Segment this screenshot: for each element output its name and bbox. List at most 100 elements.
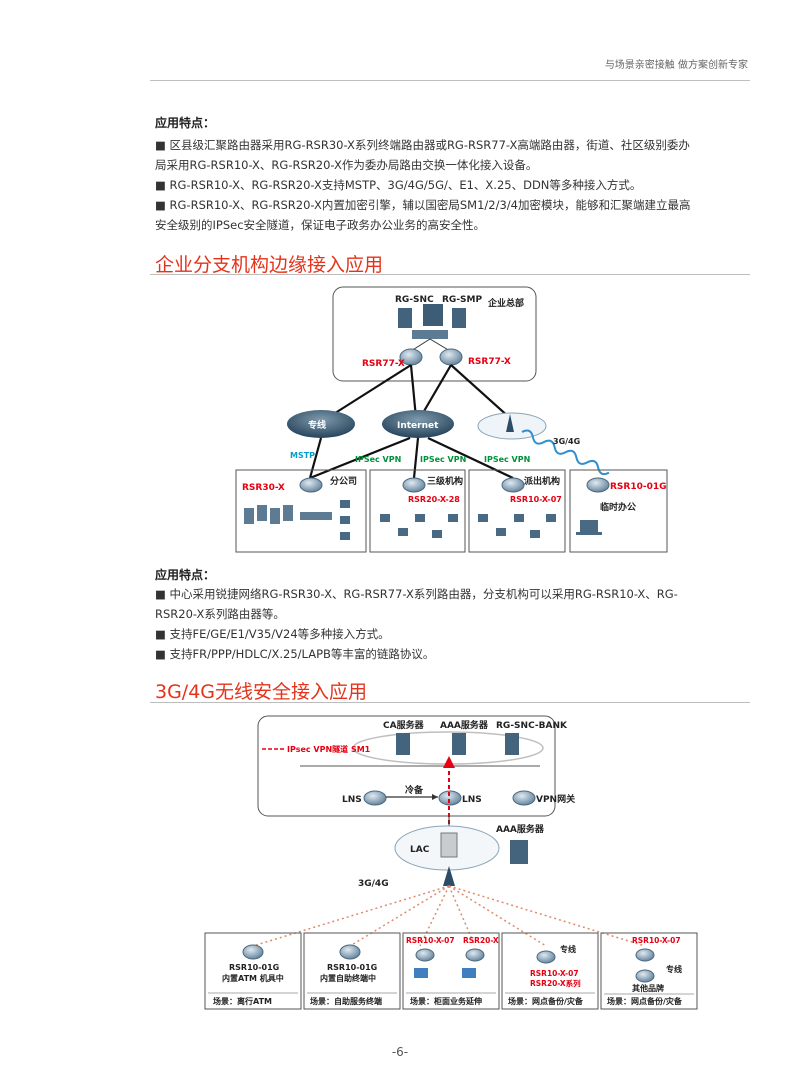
branch-network-diagram: RG-SNC RG-SMP 企业总部 RSR77-X RSR77-X 专线 In… xyxy=(235,286,668,553)
branch-box-1 xyxy=(235,469,367,553)
router-icon xyxy=(363,790,387,806)
router-icon xyxy=(501,477,525,493)
server-icon xyxy=(452,733,466,755)
scene-box-2 xyxy=(303,932,401,1010)
box2-scene: 场景：自助服务终端 xyxy=(310,996,382,1006)
aaa-server-label: AAA服务器 xyxy=(496,823,545,835)
header-tagline: 与场景亲密接触 做方案创新专家 xyxy=(604,60,748,71)
branch-box-3 xyxy=(468,469,566,553)
intro-item: 安全级别的IPSec安全隧道，保证电子政务办公业务的高安全性。 xyxy=(155,218,486,232)
server-icon xyxy=(505,733,519,755)
header-divider xyxy=(150,80,750,81)
wireless-links xyxy=(252,885,646,947)
router-icon xyxy=(415,948,435,962)
lns-label: LNS xyxy=(462,795,482,805)
intro-item: 局采用RG-RSR10-X、RG-RSR20-X作为委办局路由交换一体化接入设备… xyxy=(155,158,538,172)
g34-label: 3G/4G xyxy=(358,879,389,889)
level3-label: 三级机构 xyxy=(427,475,463,487)
wireless-signal xyxy=(521,429,610,476)
cloud-private-label: 专线 xyxy=(308,419,326,431)
section1-divider xyxy=(150,274,750,275)
box4-model-2: RSR20-X系列 xyxy=(530,978,581,988)
lns-label: LNS xyxy=(342,795,362,805)
box5-model: RSR10-X-07 xyxy=(632,936,681,945)
router-icon xyxy=(512,790,536,806)
branch-label: 分公司 xyxy=(330,475,357,487)
scene-box-4 xyxy=(501,932,599,1010)
rsr20-28-label: RSR20-X-28 xyxy=(408,495,460,504)
aaa-server-label: AAA服务器 xyxy=(440,719,489,731)
scene-box-1 xyxy=(204,932,302,1010)
box1-desc: 内置ATM 机具中 xyxy=(222,973,284,983)
pc-icon xyxy=(462,968,476,978)
intro-item: ■ RG-RSR10-X、RG-RSR20-X支持MSTP、3G/4G/5G/、… xyxy=(155,178,642,192)
cloud-internet xyxy=(382,410,454,438)
section1-feature: ■ 支持FE/GE/E1/V35/V24等多种接入方式。 xyxy=(155,627,390,641)
section1-title: 企业分支机构边缘接入应用 xyxy=(155,254,384,276)
section1-feature: ■ 中心采用锐捷网络RG-RSR30-X、RG-RSR77-X系列路由器，分支机… xyxy=(155,587,678,601)
mstp-label: MSTP xyxy=(290,451,315,460)
box1-model: RSR10-01G xyxy=(229,963,279,972)
rg-smp-label: RG-SMP xyxy=(442,295,482,305)
monitor-icon xyxy=(423,304,443,326)
ipsec-label: IPSec VPN xyxy=(355,455,401,464)
intro-item: ■ 区县级汇聚路由器采用RG-RSR30-X系列终端路由器或RG-RSR77-X… xyxy=(155,138,690,152)
intro-item: ■ RG-RSR10-X、RG-RSR20-X内置加密引擎，辅以国密局SM1/2… xyxy=(155,198,691,212)
ca-server-label: CA服务器 xyxy=(383,719,425,731)
temp-office-label: 临时办公 xyxy=(600,501,636,513)
rsr77-right-label: RSR77-X xyxy=(468,357,511,367)
base-station-icon xyxy=(443,866,455,886)
section1-feature: RSR20-X系列路由器等。 xyxy=(155,607,285,621)
box2-model: RSR10-01G xyxy=(327,963,377,972)
box4-line-label: 专线 xyxy=(560,944,576,954)
cloud-internet-label: Internet xyxy=(397,421,439,431)
router-icon xyxy=(635,969,655,983)
rsr10-07-label: RSR10-X-07 xyxy=(510,495,562,504)
section1-feature: ■ 支持FR/PPP/HDLC/X.25/LAPB等丰富的链路协议。 xyxy=(155,647,435,661)
pc-icon xyxy=(414,968,428,978)
router-icon xyxy=(465,948,485,962)
datacenter-box xyxy=(257,715,556,817)
vpn-gateway-label: VPN网关 xyxy=(536,793,575,805)
box4-model-1: RSR10-X-07 xyxy=(530,969,579,978)
legend-label: IPsec VPN隧道 SM1 xyxy=(287,744,371,754)
router-icon xyxy=(299,477,323,493)
branch-box-4 xyxy=(569,469,668,553)
intro-title: 应用特点： xyxy=(155,116,216,130)
router-icon xyxy=(242,944,264,960)
scene-box-3 xyxy=(402,932,500,1010)
router-icon xyxy=(586,477,610,493)
ipsec-label: IPSec VPN xyxy=(420,455,466,464)
box4-scene: 场景：网点备份/灾备 xyxy=(508,996,584,1006)
cloud-private xyxy=(287,410,355,438)
router-icon xyxy=(438,790,462,806)
box5-line-label: 专线 xyxy=(666,964,682,974)
section2-divider xyxy=(150,702,750,703)
rsr77-left-label: RSR77-X xyxy=(362,359,405,369)
page-number: -6- xyxy=(391,1045,409,1059)
box3-model-2: RSR20-X xyxy=(463,936,499,945)
box3-model-1: RSR10-X-07 xyxy=(406,936,455,945)
cold-backup-label: 冷备 xyxy=(405,784,424,796)
box1-scene: 场景：离行ATM xyxy=(213,996,272,1006)
rsr30-label: RSR30-X xyxy=(242,483,285,493)
lac-label: LAC xyxy=(410,845,430,855)
agency-label: 派出机构 xyxy=(524,475,560,487)
section1-features-title: 应用特点： xyxy=(155,568,216,582)
box5-scene: 场景：网点备份/灾备 xyxy=(607,996,683,1006)
router-icon xyxy=(402,477,426,493)
scene-box-5 xyxy=(600,932,698,1010)
server-icon xyxy=(396,733,410,755)
antenna-icon xyxy=(506,414,514,432)
switch-icon xyxy=(412,330,448,339)
router-icon xyxy=(635,948,655,962)
box3-scene: 场景：柜面业务延伸 xyxy=(410,996,482,1006)
router-icon xyxy=(536,950,556,964)
rsr10-01g-label: RSR10-01G xyxy=(610,482,667,492)
rg-snc-bank-label: RG-SNC-BANK xyxy=(496,721,568,731)
branch-box-2 xyxy=(369,469,466,553)
hq-label: 企业总部 xyxy=(487,297,524,309)
ipsec-label: IPSec VPN xyxy=(484,455,530,464)
box2-desc: 内置自助终端中 xyxy=(320,973,376,983)
wireless-access-diagram: CA服务器 AAA服务器 RG-SNC-BANK IPsec VPN隧道 SM1… xyxy=(204,715,698,1010)
